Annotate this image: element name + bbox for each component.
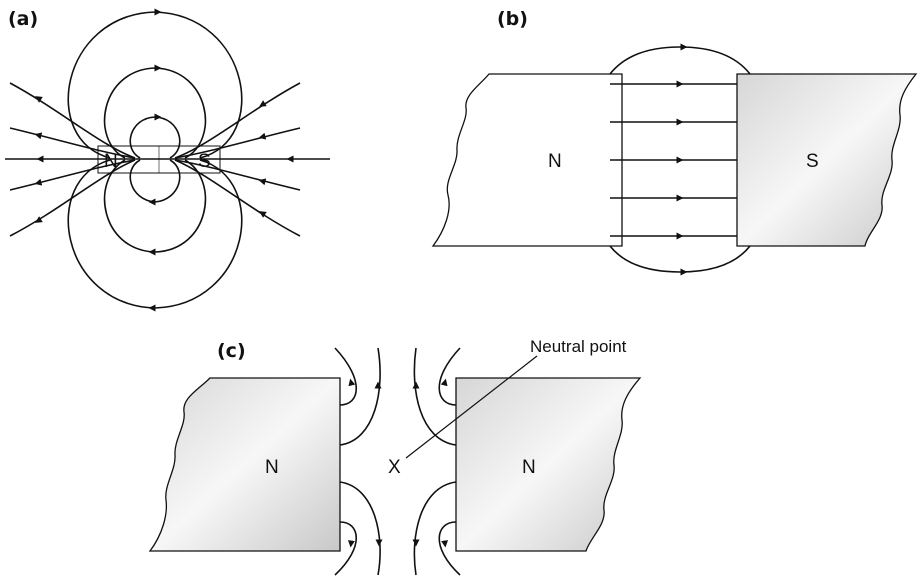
magnet-north-label: N xyxy=(548,151,562,172)
field-line-open xyxy=(10,83,135,158)
magnet-left-north-label: N xyxy=(265,457,279,478)
neutral-point-annotation: Neutral point xyxy=(530,337,627,356)
repel-field-line xyxy=(340,482,380,575)
field-line-open xyxy=(175,160,300,190)
magnet-south-block xyxy=(737,74,916,246)
panel-a-label: (a) xyxy=(8,8,38,30)
panel-c-label: (c) xyxy=(217,340,246,362)
bar-magnet-south-label: S xyxy=(198,151,211,172)
fringe-field-line xyxy=(610,246,750,272)
repel-field-line xyxy=(414,348,456,445)
bar-magnet-north-label: N xyxy=(104,151,118,172)
magnet-left-north-block xyxy=(150,378,340,551)
field-arrows xyxy=(38,12,298,308)
field-loop-middle-bottom xyxy=(105,160,206,252)
neutral-point-mark: X xyxy=(388,457,401,478)
field-loop-middle-top xyxy=(105,68,206,158)
field-line-open xyxy=(175,83,300,158)
magnet-south-label: S xyxy=(806,151,819,172)
field-line-open xyxy=(175,128,300,158)
panel-b-label: (b) xyxy=(497,8,528,30)
fringe-field-line xyxy=(610,47,750,74)
field-loop-inner-top xyxy=(130,117,180,158)
panel-b: (b) N S xyxy=(433,8,916,272)
magnet-right-north-block xyxy=(456,378,640,551)
panel-a: (a) xyxy=(5,8,330,308)
magnet-north-block xyxy=(433,74,622,246)
field-loop-inner-bottom xyxy=(130,160,180,202)
field-line-open xyxy=(175,160,300,236)
repel-field-line xyxy=(414,482,456,575)
panel-c: (c) N N X Neutral point xyxy=(150,337,640,575)
magnet-right-north-label: N xyxy=(522,457,536,478)
